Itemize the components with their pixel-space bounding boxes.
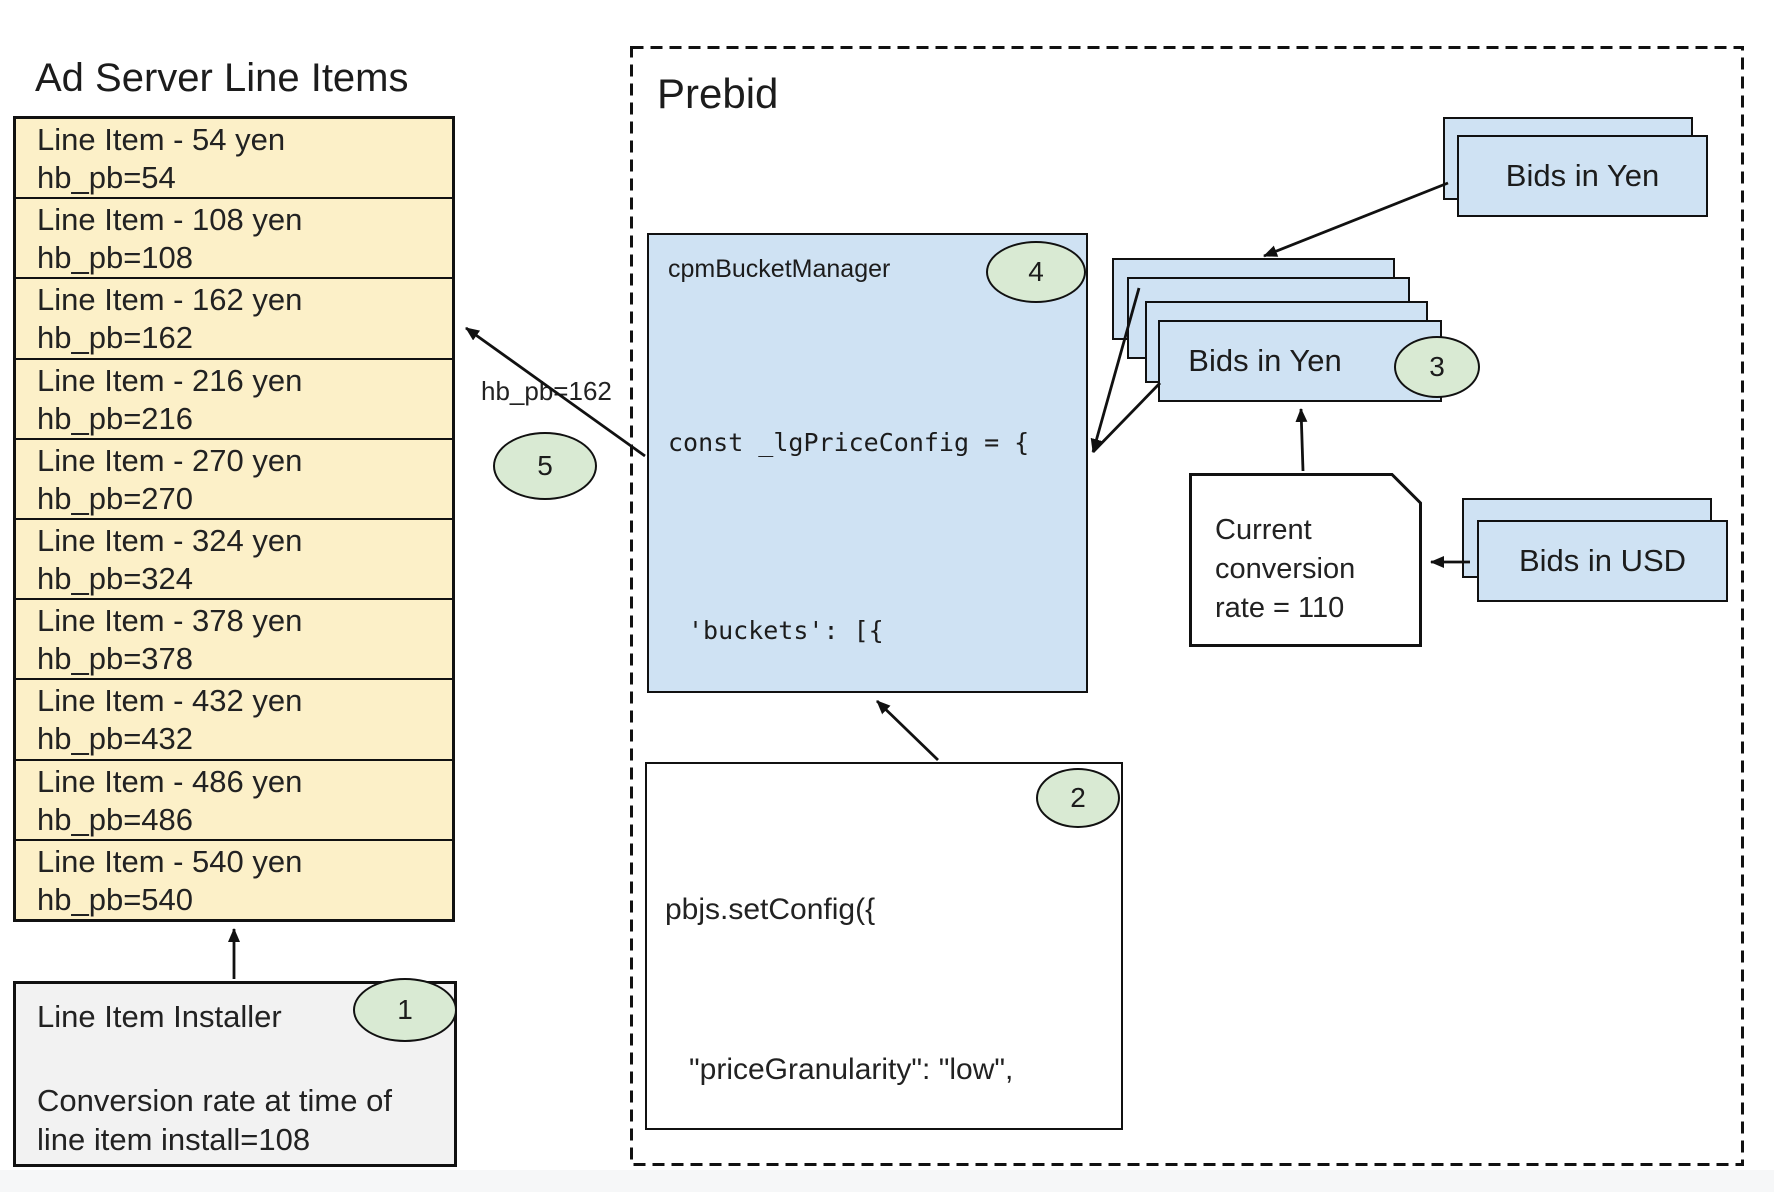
line-item-row: Line Item - 216 yen hb_pb=216 [16,357,452,438]
line-item-row: Line Item - 486 yen hb_pb=486 [16,758,452,839]
step-badge-4: 4 [986,241,1086,303]
ad-server-title: Ad Server Line Items [35,56,409,100]
hb-pb-label: hb_pb=162 [481,376,612,406]
arrow-stack-to-cpm-bucket-manager-2 [1091,382,1162,453]
code-text: pbjs.setConfig({ [665,893,876,926]
bids-in-usd-front-card: Bids in USD [1477,520,1728,602]
line-item-label: Line Item - 162 yen [37,282,303,318]
prebid-title: Prebid [657,70,779,117]
line-item-hb-value: hb_pb=270 [37,480,194,516]
line-item-hb-value: hb_pb=486 [37,801,194,837]
line-item-row: Line Item - 378 yen hb_pb=378 [16,598,452,678]
line-item-hb-value: hb_pb=324 [37,561,194,597]
line-item-label: Line Item - 216 yen [37,362,303,398]
line-item-row: Line Item - 108 yen hb_pb=108 [16,197,452,277]
code-line: pbjs.setConfig({ [665,890,1085,930]
line-item-label: Line Item - 486 yen [37,763,303,799]
line-item-hb-value: hb_pb=432 [37,721,194,757]
set-config-code-block: pbjs.setConfig({ "priceGranularity": "lo… [665,810,1085,1192]
code-text: "priceGranularity": "low", [689,1053,1014,1086]
line-items-table: Line Item - 54 yen hb_pb=54 Line Item - … [13,116,455,922]
line-item-label: Line Item - 108 yen [37,202,303,238]
installer-title: Line Item Installer [37,999,282,1034]
line-item-label: Line Item - 270 yen [37,442,303,478]
code-text: const _lgPriceConfig = { [668,428,1030,457]
line-item-row: Line Item - 270 yen hb_pb=270 [16,437,452,518]
line-item-hb-value: hb_pb=54 [37,160,176,195]
step-badge-3: 3 [1394,336,1480,398]
step-badge-1: 1 [353,978,457,1042]
line-item-label: Line Item - 432 yen [37,683,303,719]
arrow-yen-bids-to-stack [1263,181,1449,258]
line-item-hb-value: hb_pb=378 [37,641,194,677]
bids-in-usd-label: Bids in USD [1518,543,1687,578]
bids-in-yen-stack-label: Bids in Yen [1188,343,1342,378]
code-line: 'buckets': [{ [668,607,1049,654]
code-line: "priceGranularity": "low", [665,1050,1085,1090]
step-badge-2: 2 [1036,768,1120,828]
conversion-rate-text: Current conversion rate = 110 [1215,514,1356,624]
step-badge-5: 5 [493,432,597,500]
cpm-bucket-manager-title: cpmBucketManager [668,255,891,283]
page-edge-strip [0,1170,1774,1192]
line-item-label: Line Item - 54 yen [37,122,286,157]
conversion-rate-note: Current conversion rate = 110 [1189,473,1422,647]
line-item-label: Line Item - 540 yen [37,843,303,879]
line-item-hb-value: hb_pb=540 [37,881,194,917]
code-line: const _lgPriceConfig = { [668,419,1049,466]
line-item-hb-value: hb_pb=108 [37,240,194,276]
code-text: 'buckets': [{ [688,616,884,645]
cpm-bucket-manager-box: cpmBucketManager const _lgPriceConfig = … [647,233,1088,1192]
line-item-row: Line Item - 54 yen hb_pb=54 [16,119,452,197]
line-item-row: Line Item - 162 yen hb_pb=162 [16,277,452,357]
line-item-hb-value: hb_pb=162 [37,320,194,356]
line-item-hb-value: hb_pb=216 [37,400,194,436]
line-item-label: Line Item - 378 yen [37,603,303,639]
line-item-row: Line Item - 432 yen hb_pb=432 [16,678,452,758]
line-item-row: Line Item - 324 yen hb_pb=324 [16,518,452,598]
bids-in-yen-top-front-card: Bids in Yen [1457,135,1708,217]
bids-in-yen-top-label: Bids in Yen [1505,158,1660,193]
arrow-conversion-to-yen-stack [1295,408,1308,472]
line-item-row: Line Item - 540 yen hb_pb=540 [16,838,452,919]
installer-note: Conversion rate at time of line item ins… [37,1083,392,1157]
line-item-label: Line Item - 324 yen [37,523,303,559]
